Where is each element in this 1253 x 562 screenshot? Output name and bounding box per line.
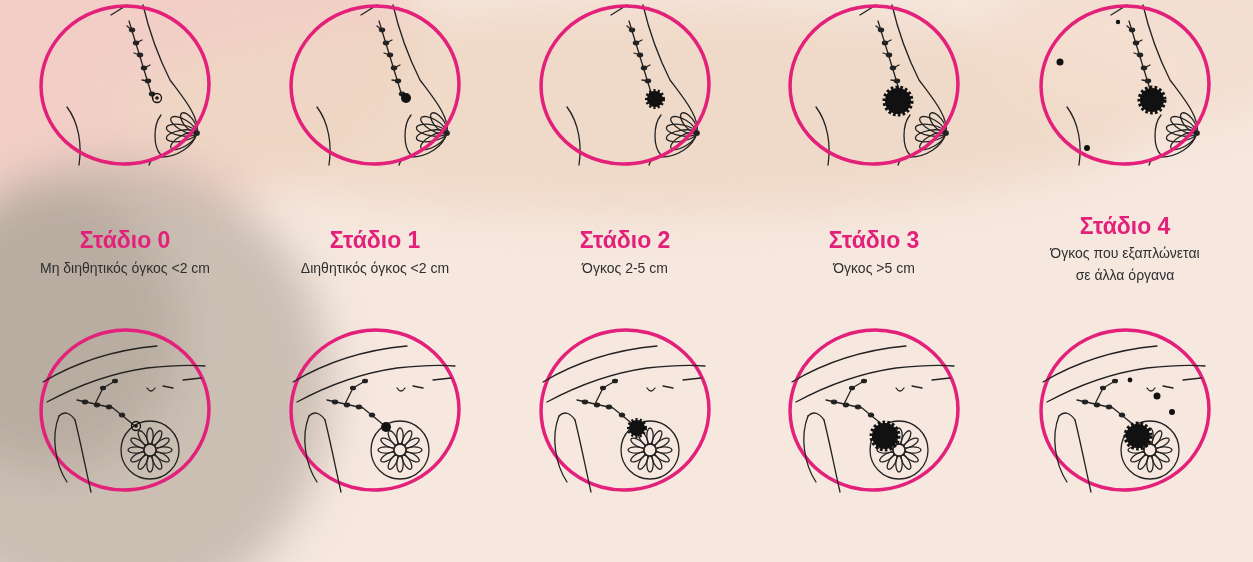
tumor [647,91,663,107]
metastasis [1057,59,1064,66]
stage-description: Όγκος >5 cm [769,257,979,279]
stage-circle [782,0,966,172]
metastasis [1116,20,1120,24]
breast-side-view [816,5,948,165]
stage-title: Στάδιο 3 [764,227,984,253]
stage-node: Στάδιο 0Μη διηθητικός όγκος <2 cm [35,0,215,300]
stage-circle [283,0,467,172]
stage-node: Στάδιο 1Διηθητικός όγκος <2 cm [285,0,465,300]
stage-description: Μη διηθητικός όγκος <2 cm [20,257,230,279]
breast-front-view [293,346,455,492]
stage-description: Όγκος που εξαπλώνεται σε άλλα όργανα [1043,242,1208,286]
stage-circle [1033,322,1217,499]
stage-circle-frame [285,0,465,170]
front-views [33,322,1217,499]
stage-description: Διηθητικός όγκος <2 cm [270,257,480,279]
stage-title: Στάδιο 0 [15,227,235,253]
tumor [629,420,645,436]
stage-title: Στάδιο 1 [265,227,485,253]
tumor [885,88,911,114]
tumor [155,96,159,100]
metastasis [1128,378,1133,383]
stage-description: Όγκος 2-5 cm [520,257,730,279]
metastasis [1084,145,1090,151]
breast-front-view [792,346,954,492]
stage-circle [283,322,467,499]
tumor [153,94,162,103]
beige-wash [990,0,1253,130]
tumor [134,424,138,428]
stage-circle [33,0,217,172]
stage-node: Στάδιο 2Όγκος 2-5 cm [535,0,715,300]
stage-circle [33,322,217,499]
tumor [872,423,898,449]
metastasis [1169,409,1175,415]
stage-circle-frame [535,0,715,170]
tumor [132,422,141,431]
stage-node: Στάδιο 4Όγκος που εξαπλώνεται σε άλλα όρ… [1035,0,1215,300]
stage-node: Στάδιο 3Όγκος >5 cm [784,0,964,300]
breast-front-view [43,346,205,492]
stage-circle [782,322,966,499]
tumor [381,422,391,432]
breast-front-view [543,346,705,492]
breast-side-view [317,5,449,165]
tumor [401,93,411,103]
stage-title: Στάδιο 2 [515,227,735,253]
metastasis [1154,393,1161,400]
breast-side-view [1067,5,1199,165]
stage-circle [533,0,717,172]
stage-circle-frame [784,0,964,170]
stage-circle [533,322,717,499]
side-views [67,5,1199,165]
stage-circle [1033,0,1217,172]
stage-circle-frame [1035,0,1215,170]
gray-wash [0,160,330,562]
breast-front-view [1043,346,1205,492]
tumor [1140,88,1164,112]
breast-side-view [67,5,199,165]
stage-circle-frame [35,0,215,170]
breast-side-view [567,5,699,165]
tumor [1126,424,1150,448]
stage-title: Στάδιο 4 [1015,213,1235,239]
